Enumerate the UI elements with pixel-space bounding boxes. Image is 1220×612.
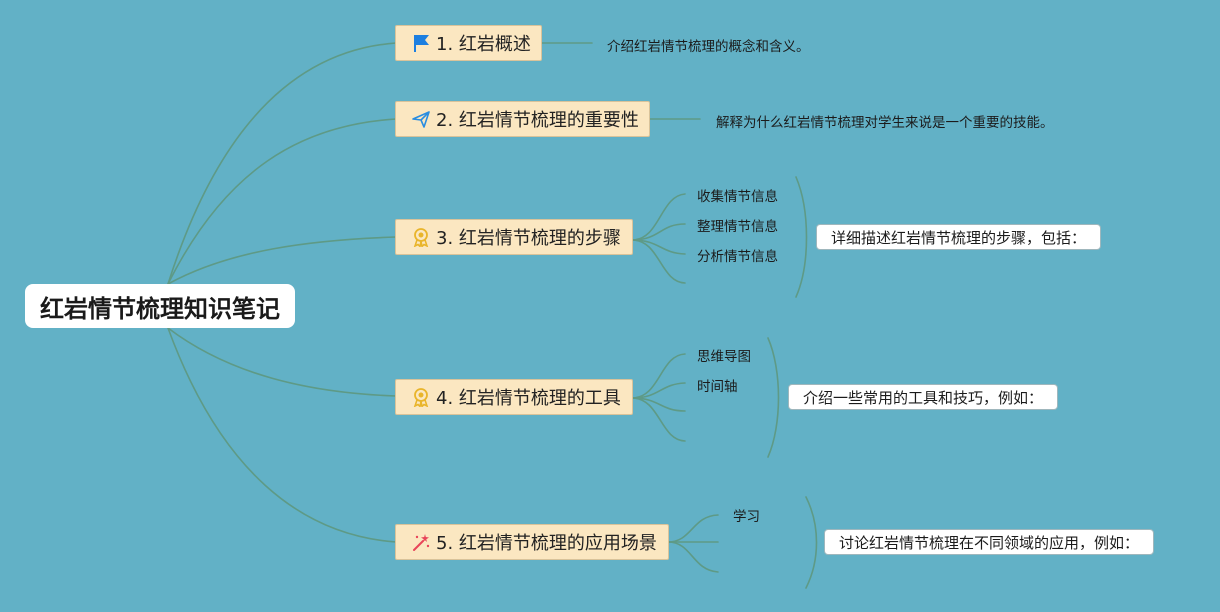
branch-3-label: 3. 红岩情节梳理的步骤: [436, 228, 621, 249]
flag-icon: [410, 32, 432, 54]
branch-2-description: 解释为什么红岩情节梳理对学生来说是一个重要的技能。: [716, 115, 1054, 131]
branch-5-summary[interactable]: 讨论红岩情节梳理在不同领域的应用，例如：: [824, 529, 1155, 555]
connector-root-branch-4: [167, 327, 397, 397]
root-topic[interactable]: 红岩情节梳理知识笔记: [25, 284, 295, 328]
branch-5-subtopic-1[interactable]: 学习: [733, 509, 760, 525]
branch-4-subtopic-2[interactable]: 时间轴: [697, 379, 738, 395]
branch-1-description: 介绍红岩情节梳理的概念和含义。: [607, 39, 810, 55]
bracket-branch-3: [795, 176, 808, 298]
branch-3-topic[interactable]: 3. 红岩情节梳理的步骤: [395, 219, 633, 255]
branch-3-subtopic-3[interactable]: 分析情节信息: [697, 249, 778, 265]
connector-root-branch-1: [167, 42, 397, 285]
connector-branch-3-sub-4: [631, 239, 686, 284]
connector-branch-3-sub-2: [631, 223, 686, 241]
connector-branch-5-sub-1: [667, 514, 719, 543]
connector-root-branch-5: [167, 327, 397, 543]
bracket-branch-5: [805, 496, 818, 589]
branch-3-subtopic-1[interactable]: 收集情节信息: [697, 189, 778, 205]
connector-branch-4-sub-2: [631, 382, 686, 399]
branch-3-summary[interactable]: 详细描述红岩情节梳理的步骤，包括：: [816, 224, 1102, 250]
magic-wand-icon: [410, 531, 432, 553]
branch-4-summary[interactable]: 介绍一些常用的工具和技巧，例如：: [788, 384, 1059, 410]
branch-1-label: 1. 红岩概述: [436, 34, 531, 55]
paper-plane-icon: [410, 108, 432, 130]
branch-2-label: 2. 红岩情节梳理的重要性: [436, 110, 639, 131]
branch-5-summary-text: 讨论红岩情节梳理在不同领域的应用，例如：: [839, 533, 1140, 552]
branch-5-topic[interactable]: 5. 红岩情节梳理的应用场景: [395, 524, 669, 560]
branch-3-subtopic-2[interactable]: 整理情节信息: [697, 219, 778, 235]
connector-branch-5-sub-3: [667, 541, 719, 573]
branch-5-label: 5. 红岩情节梳理的应用场景: [436, 533, 657, 554]
connector-root-branch-3: [167, 236, 397, 285]
branch-4-subtopic-1[interactable]: 思维导图: [697, 349, 751, 365]
award-icon: [410, 386, 432, 408]
branch-4-summary-text: 介绍一些常用的工具和技巧，例如：: [803, 388, 1044, 407]
bracket-branch-4: [767, 337, 780, 458]
connector-branch-4-sub-4: [631, 397, 686, 442]
branch-3-summary-text: 详细描述红岩情节梳理的步骤，包括：: [831, 228, 1087, 247]
award-icon: [410, 226, 432, 248]
root-title: 红岩情节梳理知识笔记: [40, 294, 280, 323]
branch-1-topic[interactable]: 1. 红岩概述: [395, 25, 542, 61]
connector-root-branch-2: [167, 118, 397, 285]
branch-4-label: 4. 红岩情节梳理的工具: [436, 388, 621, 409]
branch-2-topic[interactable]: 2. 红岩情节梳理的重要性: [395, 101, 650, 137]
branch-4-topic[interactable]: 4. 红岩情节梳理的工具: [395, 379, 633, 415]
